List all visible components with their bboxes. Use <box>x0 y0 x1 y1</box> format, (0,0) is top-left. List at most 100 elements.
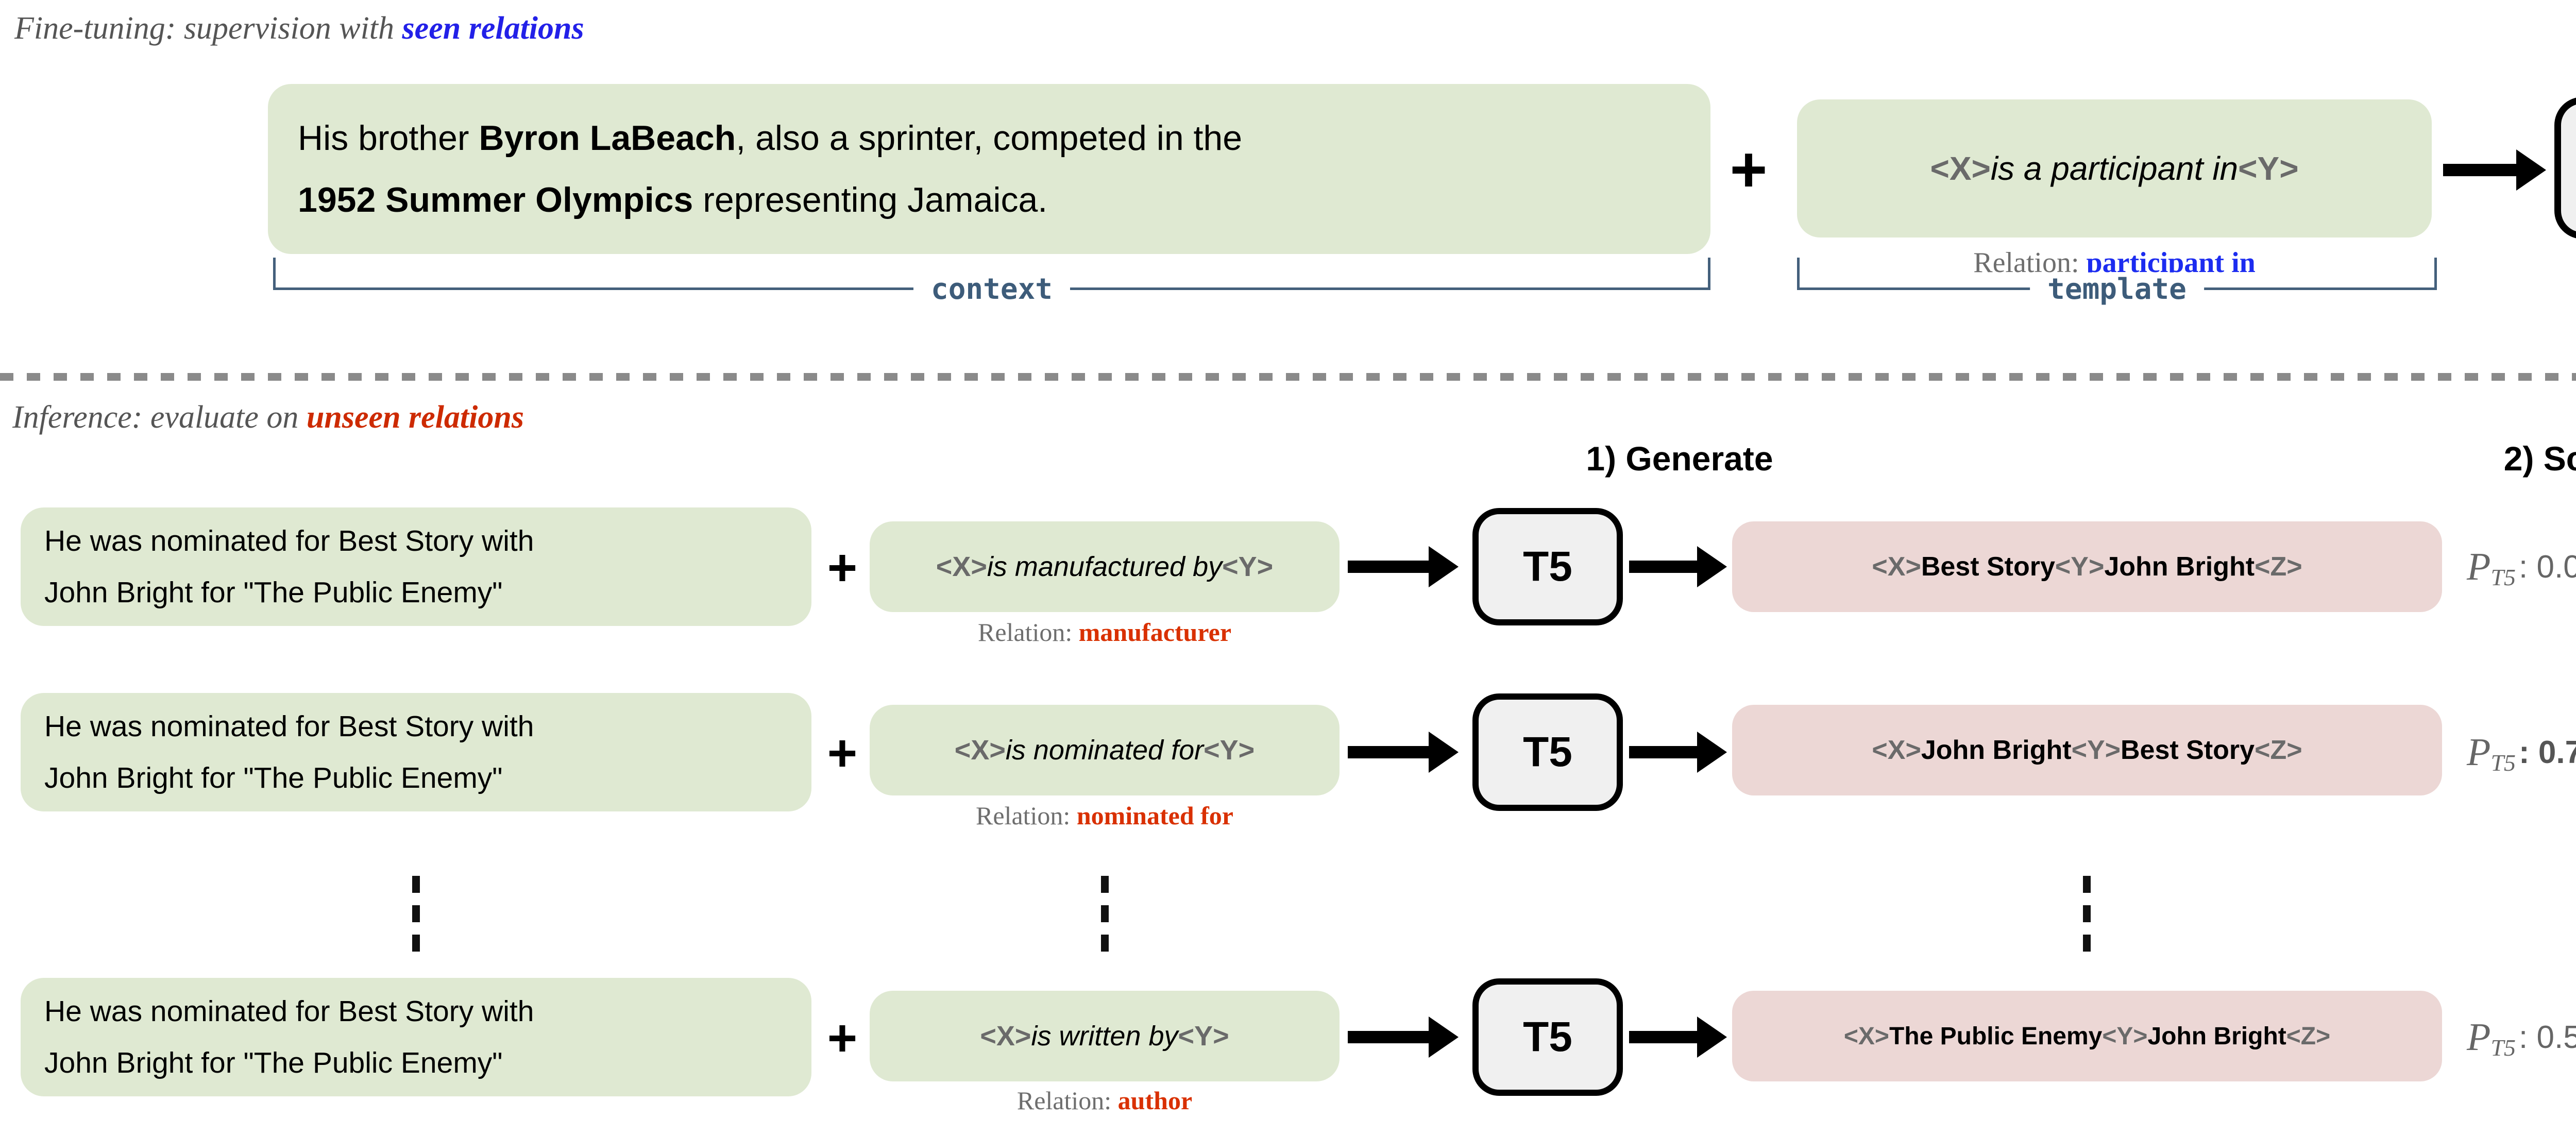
context-underbrace: context <box>273 258 1710 306</box>
template-phrase: is manufactured by <box>987 551 1223 582</box>
finetune-context-line2: 1952 Summer Olympics representing Jamaic… <box>298 169 1047 231</box>
template-underbrace: template <box>1797 258 2437 306</box>
template-bracket-label: template <box>2030 272 2204 306</box>
template-box-row1: <X> is manufactured by <Y> <box>870 521 1340 612</box>
score-sub: T5 <box>2490 564 2516 590</box>
relation-value: nominated for <box>1076 801 1233 830</box>
arrow-icon <box>1629 732 1727 773</box>
score-value: : 0.59 <box>2519 1019 2576 1055</box>
y-placeholder: <Y> <box>1222 551 1274 582</box>
output-entity: Best Story <box>1921 552 2055 582</box>
finetune-context-box: His brother Byron LaBeach, also a sprint… <box>268 84 1710 254</box>
template-phrase: is a participant in <box>1990 150 2239 187</box>
plus-sign: + <box>827 539 858 597</box>
relation-caption-row2: Relation: nominated for <box>870 801 1340 831</box>
y-placeholder: <Y> <box>2102 1022 2148 1050</box>
template-phrase: is written by <box>1031 1021 1178 1052</box>
x-placeholder: <X> <box>1872 735 1921 765</box>
relation-caption-row1: Relation: manufacturer <box>870 617 1340 647</box>
t5-model-box: T5 <box>1472 978 1623 1096</box>
inference-context-box: He was nominated for Best Story with Joh… <box>21 978 811 1096</box>
score-sub: T5 <box>2490 749 2516 776</box>
y-placeholder: <Y> <box>1178 1021 1229 1052</box>
inference-title-prefix: Inference: evaluate on <box>12 400 307 435</box>
context-line: He was nominated for Best Story with <box>44 524 534 557</box>
z-placeholder: <Z> <box>2286 1022 2331 1050</box>
output-entity: John Bright <box>2147 1022 2286 1050</box>
context-entity-subject: Byron LaBeach <box>479 118 736 158</box>
context-line: He was nominated for Best Story with <box>44 995 534 1028</box>
output-box-row2: <X> John Bright <Y> Best Story <Z> <box>1732 705 2442 795</box>
context-bracket-label: context <box>913 272 1071 306</box>
score-p: P <box>2467 1015 2491 1059</box>
relation-label: Relation: <box>1016 1086 1118 1115</box>
context-text: , also a sprinter, competed in the <box>736 118 1243 158</box>
inference-section-title: Inference: evaluate on unseen relations <box>12 399 524 436</box>
y-placeholder: <Y> <box>1204 735 1255 766</box>
relation-caption-row3: Relation: author <box>870 1086 1340 1115</box>
arrow-icon <box>2443 149 2546 191</box>
context-text: representing Jamaica. <box>693 180 1048 219</box>
finetune-title-prefix: Fine-tuning: supervision with <box>14 11 402 46</box>
context-line: He was nominated for Best Story with <box>44 710 534 743</box>
score-row2: PT5: 0.72 <box>2467 724 2576 781</box>
output-entity: John Bright <box>2104 552 2255 582</box>
plus-sign: + <box>1730 134 1768 206</box>
inference-context-box: He was nominated for Best Story with Joh… <box>21 507 811 626</box>
t5-model-box: T5 <box>1472 693 1623 811</box>
output-box-row1: <X> Best Story <Y> John Bright <Z> <box>1732 521 2442 612</box>
x-placeholder: <X> <box>954 735 1006 766</box>
finetune-section-title: Fine-tuning: supervision with seen relat… <box>14 10 584 47</box>
ellipsis-template-column <box>1101 876 1109 952</box>
x-placeholder: <X> <box>936 551 987 582</box>
plus-sign: + <box>827 1009 858 1067</box>
template-phrase: is nominated for <box>1005 735 1204 766</box>
y-placeholder: <Y> <box>2055 552 2105 582</box>
inference-context-box: He was nominated for Best Story with Joh… <box>21 693 811 811</box>
score-value: : 0.72 <box>2519 734 2576 770</box>
plus-sign: + <box>827 724 858 782</box>
score-value: : 0.08 <box>2519 549 2576 585</box>
arrow-icon <box>1348 732 1459 773</box>
step-header-generate: 1) Generate <box>1586 439 1773 478</box>
arrow-icon <box>1629 1017 1727 1058</box>
finetune-context-line1: His brother Byron LaBeach, also a sprint… <box>298 107 1242 169</box>
context-line: John Bright for "The Public Enemy" <box>44 576 503 609</box>
y-placeholder: <Y> <box>2238 150 2299 187</box>
context-line: John Bright for "The Public Enemy" <box>44 761 503 794</box>
output-entity: Best Story <box>2121 735 2255 765</box>
score-row3: PT5: 0.59 <box>2467 1009 2576 1065</box>
relation-value: author <box>1117 1086 1193 1115</box>
score-p: P <box>2467 545 2491 588</box>
template-box-row3: <X> is written by <Y> <box>870 991 1340 1081</box>
x-placeholder: <X> <box>980 1021 1031 1052</box>
relation-label: Relation: <box>976 801 1077 830</box>
output-box-row3: <X> The Public Enemy <Y> John Bright <Z> <box>1732 991 2442 1081</box>
arrow-icon <box>1348 546 1459 587</box>
context-entity-object: 1952 Summer Olympics <box>298 180 693 219</box>
x-placeholder: <X> <box>1930 150 1991 187</box>
z-placeholder: <Z> <box>2255 735 2302 765</box>
context-line: John Bright for "The Public Enemy" <box>44 1046 503 1079</box>
arrow-icon <box>1629 546 1727 587</box>
ellipsis-output-column <box>2083 876 2091 952</box>
finetune-title-highlight: seen relations <box>402 11 584 46</box>
y-placeholder: <Y> <box>2071 735 2121 765</box>
x-placeholder: <X> <box>1872 552 1921 582</box>
finetune-template-box: <X> is a participant in <Y> <box>1797 99 2432 238</box>
z-placeholder: <Z> <box>2255 552 2302 582</box>
output-entity: The Public Enemy <box>1889 1022 2103 1050</box>
relation-value: manufacturer <box>1078 618 1232 647</box>
context-text: His brother <box>298 118 479 158</box>
inference-title-highlight: unseen relations <box>306 400 524 435</box>
ellipsis-context-column <box>412 876 420 952</box>
arrow-icon <box>1348 1017 1459 1058</box>
t5-model-box: T5 <box>1472 508 1623 625</box>
section-divider <box>0 373 2576 381</box>
step-header-score: 2) Score <box>2503 439 2576 478</box>
template-box-row2: <X> is nominated for <Y> <box>870 705 1340 795</box>
t5-model-box: T5 <box>2554 97 2576 239</box>
relation-label: Relation: <box>977 618 1079 647</box>
x-placeholder: <X> <box>1843 1022 1889 1050</box>
